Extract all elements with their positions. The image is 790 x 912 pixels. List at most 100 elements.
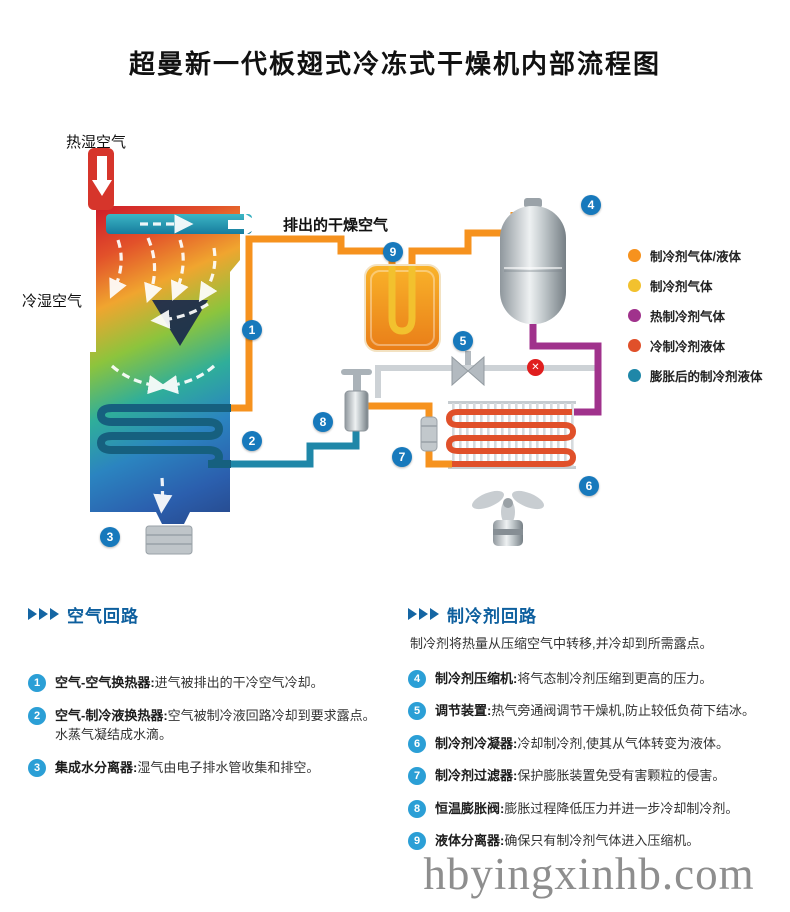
air-section-heading: 空气回路 [28, 603, 380, 626]
diagram-marker-7: 7 [392, 447, 412, 467]
item-name: 制冷剂压缩机: [435, 670, 518, 686]
chevron-icon [430, 608, 439, 620]
list-item: 6 制冷剂冷凝器:冷却制冷剂,使其从气体转变为液体。 [408, 734, 768, 754]
item-number-badge: 7 [408, 767, 426, 785]
legend-row: 制冷剂气体 [628, 276, 763, 295]
section-air-circuit: 空气回路 1 空气-空气换热器:进气被排出的干冷空气冷却。 2 空气-制冷液换热… [28, 603, 380, 790]
condenser [445, 401, 577, 469]
chevron-icon [419, 608, 428, 620]
pipe-expanded-liquid [231, 431, 360, 468]
item-desc: 冷却制冷剂,使其从气体转变为液体。 [517, 735, 729, 751]
legend-dot-icon [628, 309, 641, 322]
legend-label: 膨胀后的制冷剂液体 [650, 370, 763, 384]
list-item: 3 集成水分离器:湿气由电子排水管收集和排空。 [28, 758, 380, 778]
item-name: 集成水分离器: [55, 759, 138, 775]
list-item: 4 制冷剂压缩机:将气态制冷剂压缩到更高的压力。 [408, 669, 768, 689]
pipe-gas-to-compressor [408, 212, 518, 272]
legend-label: 制冷剂气体/液体 [650, 250, 741, 264]
separator-u-tube [388, 266, 416, 335]
item-name: 液体分离器: [435, 833, 505, 848]
bypass-valve [451, 351, 485, 387]
diagram-marker-4: 4 [581, 195, 601, 215]
refrigerant-section-heading: 制冷剂回路 [408, 603, 768, 626]
process-diagram [88, 148, 602, 555]
item-desc: 膨胀过程降低压力并进一步冷却制冷剂。 [504, 800, 739, 816]
label-cold-humid-air: 冷湿空气 [22, 293, 83, 310]
heat-exchanger-upper [96, 206, 240, 352]
item-number-badge: 8 [408, 799, 426, 818]
diagram-marker-5: 5 [453, 331, 473, 351]
inlet-arrow-icon [97, 156, 107, 182]
item-desc: 确保只有制冷剂气体进入压缩机。 [504, 833, 700, 848]
separator-tank [364, 264, 441, 352]
legend-row: 制冷剂气体/液体 [628, 246, 763, 265]
expansion-valve [341, 369, 372, 432]
item-number-badge: 9 [408, 832, 426, 850]
evaporator-coil [96, 404, 231, 468]
item-name: 恒温膨胀阀: [435, 800, 505, 816]
diagram-marker-1: 1 [242, 320, 262, 340]
legend-label: 冷制冷剂液体 [650, 340, 726, 354]
item-number-badge: 5 [408, 702, 426, 720]
legend-dot-icon [628, 339, 641, 352]
legend: 制冷剂气体/液体 制冷剂气体 热制冷剂气体 冷制冷剂液体 膨胀后的制冷剂液体 [628, 246, 763, 396]
legend-dot-icon [628, 249, 641, 262]
diagram-marker-8: 8 [313, 412, 333, 432]
item-number-badge: 4 [408, 669, 426, 688]
legend-dot-icon [628, 279, 641, 292]
diagram-marker-2: 2 [242, 431, 262, 451]
item-desc: 湿气由电子排水管收集和排空。 [137, 759, 320, 775]
airflow-arrows [109, 214, 218, 514]
item-desc: 将气态制冷剂压缩到更高的压力。 [517, 670, 713, 686]
item-desc: 热气旁通阀调节干燥机,防止较低负荷下结冰。 [491, 703, 755, 718]
item-number-badge: 2 [28, 706, 46, 725]
list-item: 7 制冷剂过滤器:保护膨胀装置免受有害颗粒的侵害。 [408, 766, 768, 786]
pipe-bypass [375, 365, 596, 398]
heat-exchanger [88, 148, 262, 555]
section-title: 空气回路 [67, 606, 139, 626]
item-desc: 保护膨胀装置免受有害颗粒的侵害。 [517, 768, 726, 783]
item-name: 空气-空气换热器: [55, 675, 155, 690]
section-refrigerant-circuit: 制冷剂回路 制冷剂将热量从压缩空气中转移,并冷却到所需露点。 4 制冷剂压缩机:… [408, 603, 768, 864]
list-item: 8 恒温膨胀阀:膨胀过程降低压力并进一步冷却制冷剂。 [408, 799, 768, 819]
label-hot-humid-air: 热湿空气 [66, 134, 127, 151]
item-name: 空气-制冷液换热器: [55, 707, 168, 723]
watermark: hbyingxinhb.com [423, 849, 755, 899]
list-item: 1 空气-空气换热器:进气被排出的干冷空气冷却。 [28, 673, 380, 693]
item-name: 制冷剂冷凝器: [435, 735, 518, 751]
chevron-icon [50, 608, 59, 620]
list-item: 9 液体分离器:确保只有制冷剂气体进入压缩机。 [408, 831, 768, 851]
blocked-x-badge: ✕ [527, 359, 544, 376]
pipe-hot-gas [529, 324, 602, 416]
list-item: 5 调节装置:热气旁通阀调节干燥机,防止较低负荷下结冰。 [408, 701, 768, 721]
chevron-icon [408, 608, 417, 620]
diagram-marker-9: 9 [383, 242, 403, 262]
pipe-cold-liquid [368, 402, 452, 468]
item-number-badge: 1 [28, 674, 46, 692]
chevron-icon [39, 608, 48, 620]
inlet-arrowhead-icon [92, 180, 112, 196]
refrigerant-subtitle: 制冷剂将热量从压缩空气中转移,并冷却到所需露点。 [410, 636, 713, 651]
label-dry-air-out: 排出的干燥空气 [283, 217, 389, 234]
legend-label: 热制冷剂气体 [650, 310, 726, 324]
outlet-arrow-icon [228, 220, 246, 229]
item-number-badge: 3 [28, 758, 46, 777]
item-name: 制冷剂过滤器: [435, 768, 518, 783]
legend-row: 膨胀后的制冷剂液体 [628, 366, 763, 385]
condenser-coil [445, 409, 577, 467]
item-desc: 进气被排出的干冷空气冷却。 [154, 675, 324, 690]
diagram-marker-6: 6 [579, 476, 599, 496]
legend-dot-icon [628, 369, 641, 382]
outlet-arrowhead-icon [244, 213, 262, 236]
legend-row: 冷制冷剂液体 [628, 336, 763, 355]
section-title: 制冷剂回路 [447, 606, 537, 626]
legend-label: 制冷剂气体 [650, 280, 713, 294]
item-number-badge: 6 [408, 734, 426, 753]
item-desc: 空气被制冷液回路冷却到要求露点。水蒸气凝结成水滴。 [55, 707, 376, 743]
legend-row: 热制冷剂气体 [628, 306, 763, 325]
page-title: 超曼新一代板翅式冷冻式干燥机内部流程图 [128, 49, 661, 79]
water-drain [145, 525, 193, 555]
item-name: 调节装置: [435, 703, 492, 718]
diagram-marker-3: 3 [100, 527, 120, 547]
condenser-fan [472, 490, 544, 546]
